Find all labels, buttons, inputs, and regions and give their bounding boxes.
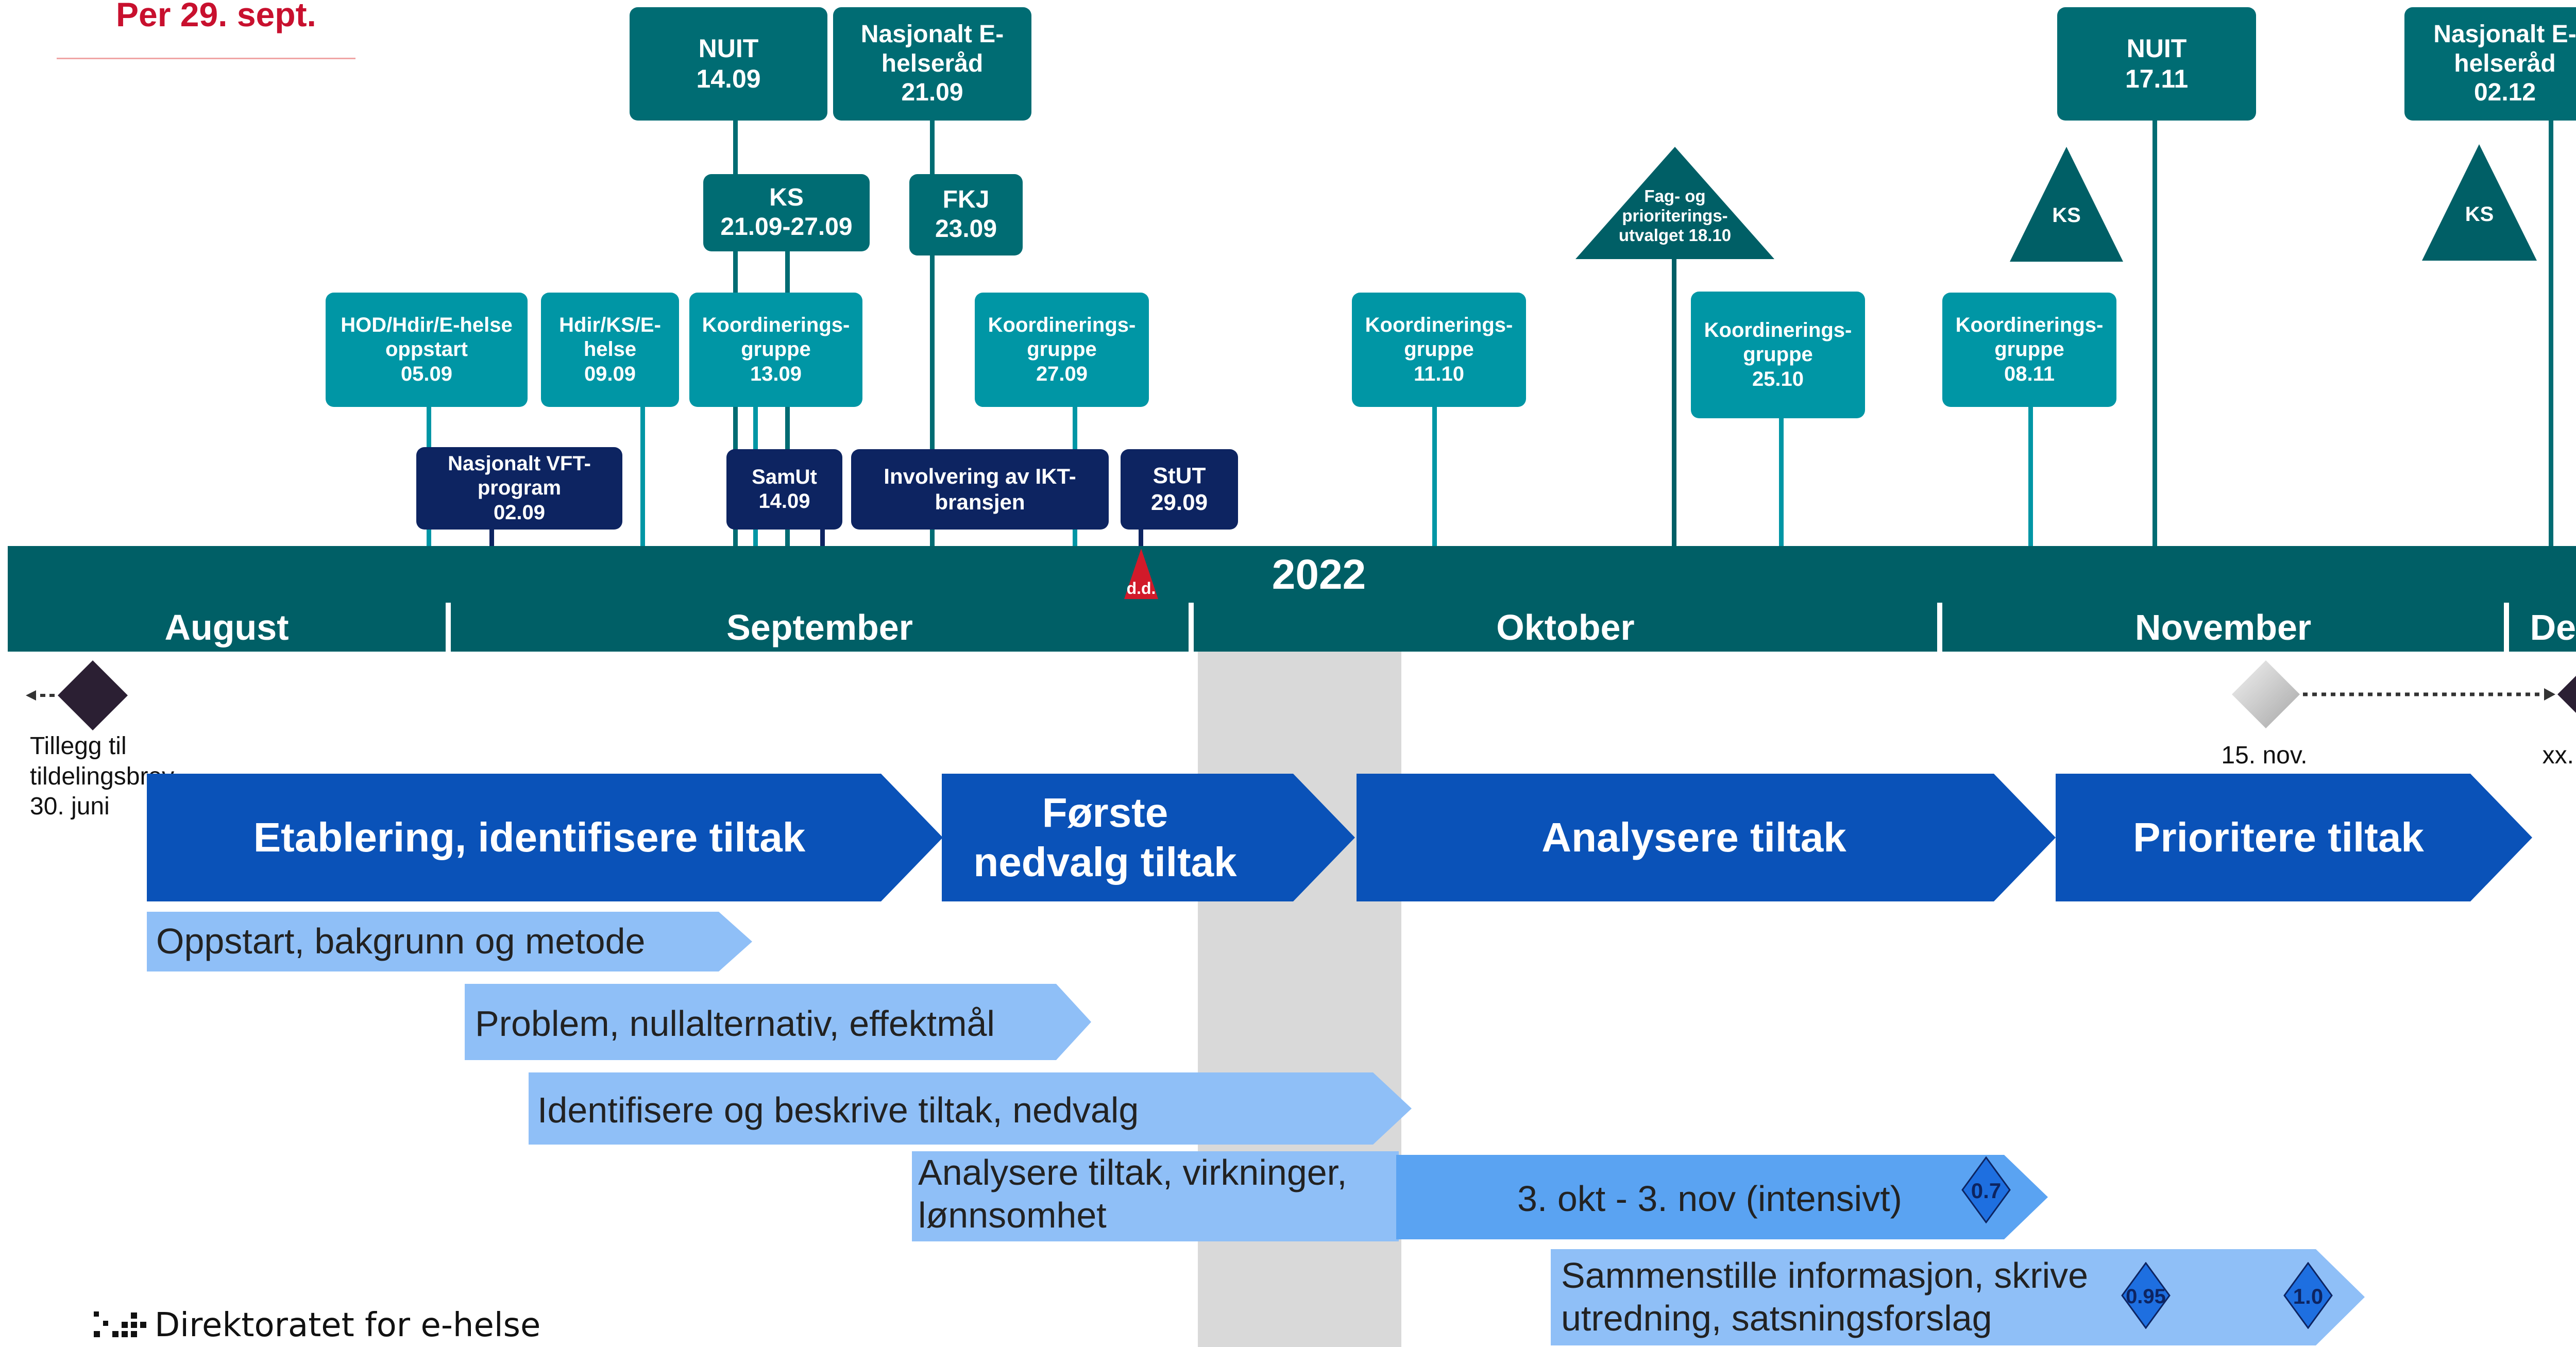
phase-analysere: Analysere tiltak <box>1541 814 1846 860</box>
month-september: September <box>726 607 913 647</box>
logo-text: Direktoratet for e-helse <box>155 1306 541 1344</box>
month-des: Des. <box>2530 607 2576 647</box>
phase-prioritere: Prioritere tiltak <box>2133 814 2424 860</box>
ks-triangle-label-2: KS <box>2465 203 2494 226</box>
timeline-band <box>8 546 2576 652</box>
activity-sammenstille: Sammenstille informasjon, skrive utredni… <box>1561 1255 2089 1338</box>
today-marker-label: d.d. <box>1126 579 1156 598</box>
milestone-tillegg-label: Tillegg til tildelingsbrev 30. juni <box>30 732 175 821</box>
version-10-diamond-icon <box>2283 1262 2333 1329</box>
fag-prioriteringsutvalget-label: Fag- og prioriterings-utvalget 18.10 <box>1618 186 1732 245</box>
activity-oppstart: Oppstart, bakgrunn og metode <box>156 921 646 961</box>
triangle-ks-1 <box>2010 147 2123 262</box>
version-10-label: 1.0 <box>2293 1284 2324 1308</box>
version-07-label: 0.7 <box>1971 1179 2002 1203</box>
triangle-fag-prioriteringsutvalget <box>1575 147 1774 259</box>
milestone-tillegg-diamond-icon <box>26 660 128 730</box>
phase-forste-nedvalg: Første nedvalg tiltak <box>973 790 1237 885</box>
triangle-ks-2 <box>2422 144 2537 261</box>
phase-etablering: Etablering, identifisere tiltak <box>253 814 806 860</box>
date-label: Per 29. sept. <box>116 0 316 33</box>
header-underline <box>57 58 355 59</box>
activity-analysere: Analysere tiltak, virkninger, lønnsomhet <box>918 1152 1347 1235</box>
activity-intensivt: 3. okt - 3. nov (intensivt) <box>1517 1179 1902 1219</box>
version-07-diamond-icon <box>1961 1156 2011 1223</box>
phase-arrows <box>147 774 2532 901</box>
activity-arrows <box>147 912 2365 1345</box>
milestone-xx-des-label: xx. des. <box>2542 742 2576 769</box>
activity-identifisere: Identifisere og beskrive tiltak, nedvalg <box>537 1090 1139 1130</box>
milestone-range-nov-des-icon <box>2232 660 2576 728</box>
milestone-15-nov-label: 15. nov. <box>2221 742 2308 769</box>
today-marker-icon <box>1124 549 1158 599</box>
month-august: August <box>164 607 289 647</box>
month-november: November <box>2134 607 2312 647</box>
month-oktober: Oktober <box>1496 607 1635 647</box>
timeline-year: 2022 <box>1272 551 1366 598</box>
version-095-diamond-icon <box>2121 1262 2171 1329</box>
ks-triangle-label-1: KS <box>2052 204 2081 227</box>
event-ikt-involvering: Involvering av IKT-bransjen <box>851 449 1109 530</box>
logo-dots-icon <box>94 1311 146 1337</box>
activity-problem: Problem, nullalternativ, effektmål <box>475 1003 995 1044</box>
version-095-label: 0.95 <box>2126 1285 2166 1308</box>
